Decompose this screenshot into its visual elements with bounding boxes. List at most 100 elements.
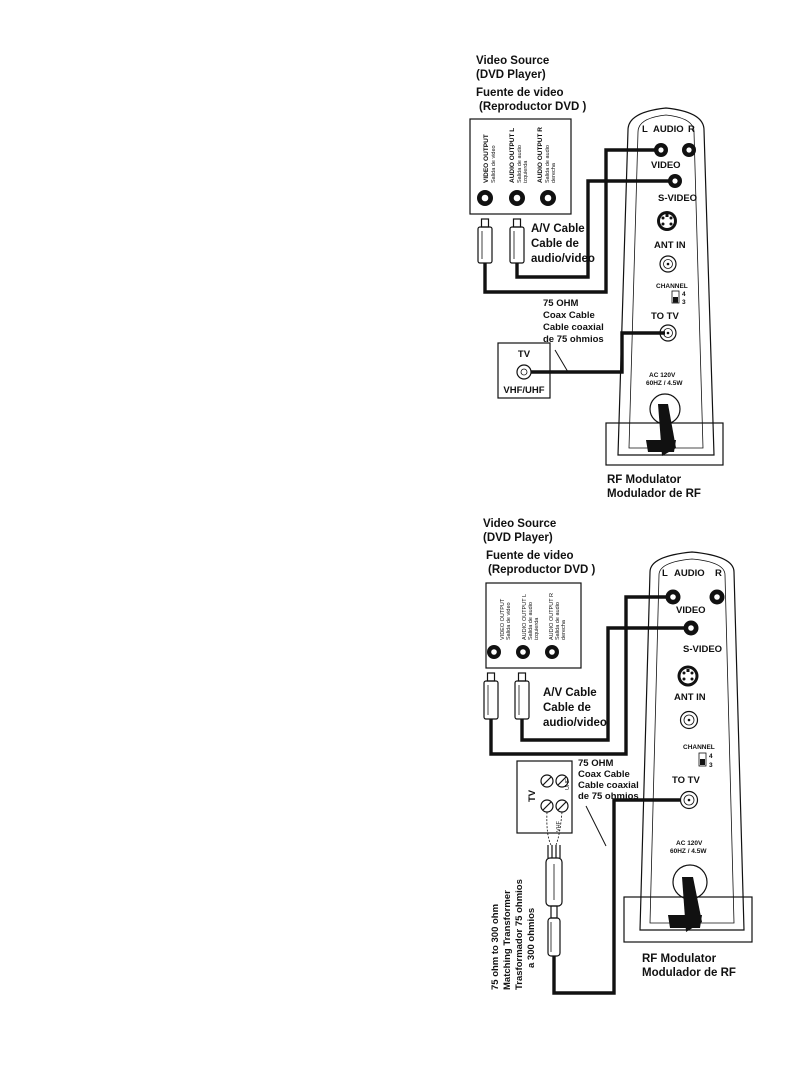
d1-source-title-4: (Reproductor DVD ) [479, 101, 587, 113]
d2-channel-label: CHANNEL [683, 744, 715, 751]
d2-coax-label-1: 75 OHM [578, 758, 613, 769]
d2-transformer-label-4: a 300 ohmios [526, 908, 537, 968]
d1-coax-cable [531, 331, 665, 374]
d1-jack-video-en: VIDEO OUTPUT [483, 134, 490, 183]
d1-av-cable-audio [515, 179, 669, 279]
d1-dvd-panel [469, 118, 572, 215]
d2-channel-switch-icon [698, 752, 707, 767]
d1-coax-label-4: de 75 ohmios [543, 334, 604, 345]
d2-channel-4: 4 [709, 753, 713, 760]
d2-modulator-title-1: RF Modulator [642, 953, 717, 965]
d2-source-title-3: Fuente de video [486, 550, 574, 562]
d2-transformer-label-3: Trasformador 75 ohmios [514, 879, 525, 990]
d1-coax-label-2: Coax Cable [543, 310, 595, 321]
d1-rca-plug-audio-icon [509, 218, 525, 264]
d1-audio-l-label: L [642, 124, 648, 135]
d2-av-cable-label-3: audio/video [543, 717, 607, 729]
d1-ant-in-label: ANT IN [654, 240, 686, 251]
d2-source-title-4: (Reproductor DVD ) [488, 564, 596, 576]
d2-audio-r-label: R [715, 568, 722, 579]
d2-ant-in-jack-icon [679, 710, 699, 730]
d2-source-title-2: (DVD Player) [483, 532, 553, 544]
d1-modulator-body [617, 107, 715, 456]
d2-source-title-1: Video Source [483, 518, 556, 530]
d1-channel-label: CHANNEL [656, 283, 688, 290]
d2-rca-plug-audio-icon [514, 672, 530, 720]
d1-audio-label: AUDIO [653, 124, 684, 135]
d2-coax-label-4: de 75 ohmios [578, 791, 639, 802]
d2-audio-label: AUDIO [674, 568, 705, 579]
d1-source-title-1: Video Source [476, 55, 549, 67]
d1-power-cord-icon [646, 393, 681, 456]
d1-rca-jacks [477, 190, 556, 206]
d1-av-cable-label-3: audio/video [531, 253, 595, 265]
d1-power-label-2: 60HZ / 4.5W [646, 380, 683, 387]
d2-to-tv-jack-icon [679, 790, 699, 810]
d1-to-tv-jack-icon [659, 324, 677, 342]
d2-coax-cable [552, 798, 680, 995]
d1-jack-audio-r-es: Salida de audio [545, 145, 551, 183]
d2-tv-vhf-label: VHF [556, 820, 562, 832]
d2-svideo-jack-icon [677, 665, 699, 687]
d2-audio-l-label: L [662, 568, 668, 579]
d1-jack-audio-r-es2: derecha [551, 162, 557, 183]
d1-video-label: VIDEO [651, 160, 681, 171]
d2-jack-audio-l-es2: izquierda [534, 617, 540, 640]
d2-jack-labels: VIDEO OUTPUT Salida de video AUDIO OUTPU… [500, 593, 567, 640]
d2-coax-label-2: Coax Cable [578, 769, 630, 780]
diagram-1: Video Source (DVD Player) Fuente de vide… [469, 55, 724, 500]
d1-jack-audio-l-es: Salida de audio [517, 145, 523, 183]
d1-jack-audio-l-es2: izquierda [523, 160, 529, 183]
d2-av-cable-label-2: Cable de [543, 702, 591, 714]
d2-av-cable-label-1: A/V Cable [543, 687, 597, 699]
d2-av-cable-audio [520, 626, 684, 742]
d2-rca-jacks [487, 645, 559, 659]
d1-jack-audio-l-en: AUDIO OUTPUT L [509, 128, 516, 183]
d2-tv-screw-terminals-icon [540, 774, 569, 813]
d2-modulator-body [639, 551, 745, 931]
d1-coax-label-1: 75 OHM [543, 298, 578, 309]
d1-coax-leader [554, 349, 569, 373]
d1-power-label-1: AC 120V [649, 372, 676, 379]
d2-jack-video-es: Salida de video [506, 602, 512, 640]
d1-modulator-title-2: Modulador de RF [607, 488, 701, 500]
d2-power-cord-icon [668, 864, 708, 932]
d1-to-tv-label: TO TV [651, 311, 679, 322]
d2-svideo-label: S-VIDEO [683, 644, 722, 655]
d1-channel-4: 4 [682, 291, 686, 298]
d2-tv-box [516, 760, 573, 834]
d1-coax-label-3: Cable coaxial [543, 322, 604, 333]
d2-jack-audio-r-en: AUDIO OUTPUT R [549, 593, 555, 640]
d2-transformer-label-1: 75 ohm to 300 ohm [490, 904, 501, 990]
d2-coax-label-3: Cable coaxial [578, 780, 639, 791]
d2-to-tv-label: TO TV [672, 775, 700, 786]
d2-transformer-label-2: Matching Transformer [502, 890, 513, 990]
d1-svideo-jack-icon [657, 211, 677, 231]
d2-jack-audio-l-en: AUDIO OUTPUT L [522, 594, 528, 640]
d1-av-cable-label-1: A/V Cable [531, 223, 585, 235]
d2-jack-audio-l-es: Salida de audio [528, 602, 534, 640]
d2-jack-audio-r-es2: derecha [561, 619, 567, 640]
d1-source-title-2: (DVD Player) [476, 69, 546, 81]
d1-channel-3: 3 [682, 299, 686, 306]
d2-power-label-1: AC 120V [676, 840, 703, 847]
d1-jack-audio-r-en: AUDIO OUTPUT R [537, 127, 544, 183]
d1-ant-in-jack-icon [659, 255, 677, 273]
d1-tv-band-label: VHF/UHF [503, 385, 544, 396]
d2-tv-uhf-label: UHF [565, 778, 571, 790]
d1-svideo-label: S-VIDEO [658, 193, 697, 204]
d1-jack-labels: VIDEO OUTPUT Salida de video AUDIO OUTPU… [483, 127, 557, 183]
d2-power-label-2: 60HZ / 4.5W [670, 848, 707, 855]
d2-ant-in-label: ANT IN [674, 692, 706, 703]
d2-jack-audio-r-es: Salida de audio [555, 602, 561, 640]
d1-source-title-3: Fuente de video [476, 87, 564, 99]
d2-tv-label: TV [527, 789, 538, 802]
d2-matching-transformer-icon [545, 811, 563, 957]
d1-channel-switch-icon [671, 290, 680, 304]
d2-video-label: VIDEO [676, 605, 706, 616]
d1-jack-video-es: Salida de video [491, 145, 497, 183]
d2-dvd-panel [485, 582, 582, 669]
d1-tv-label: TV [518, 349, 531, 360]
